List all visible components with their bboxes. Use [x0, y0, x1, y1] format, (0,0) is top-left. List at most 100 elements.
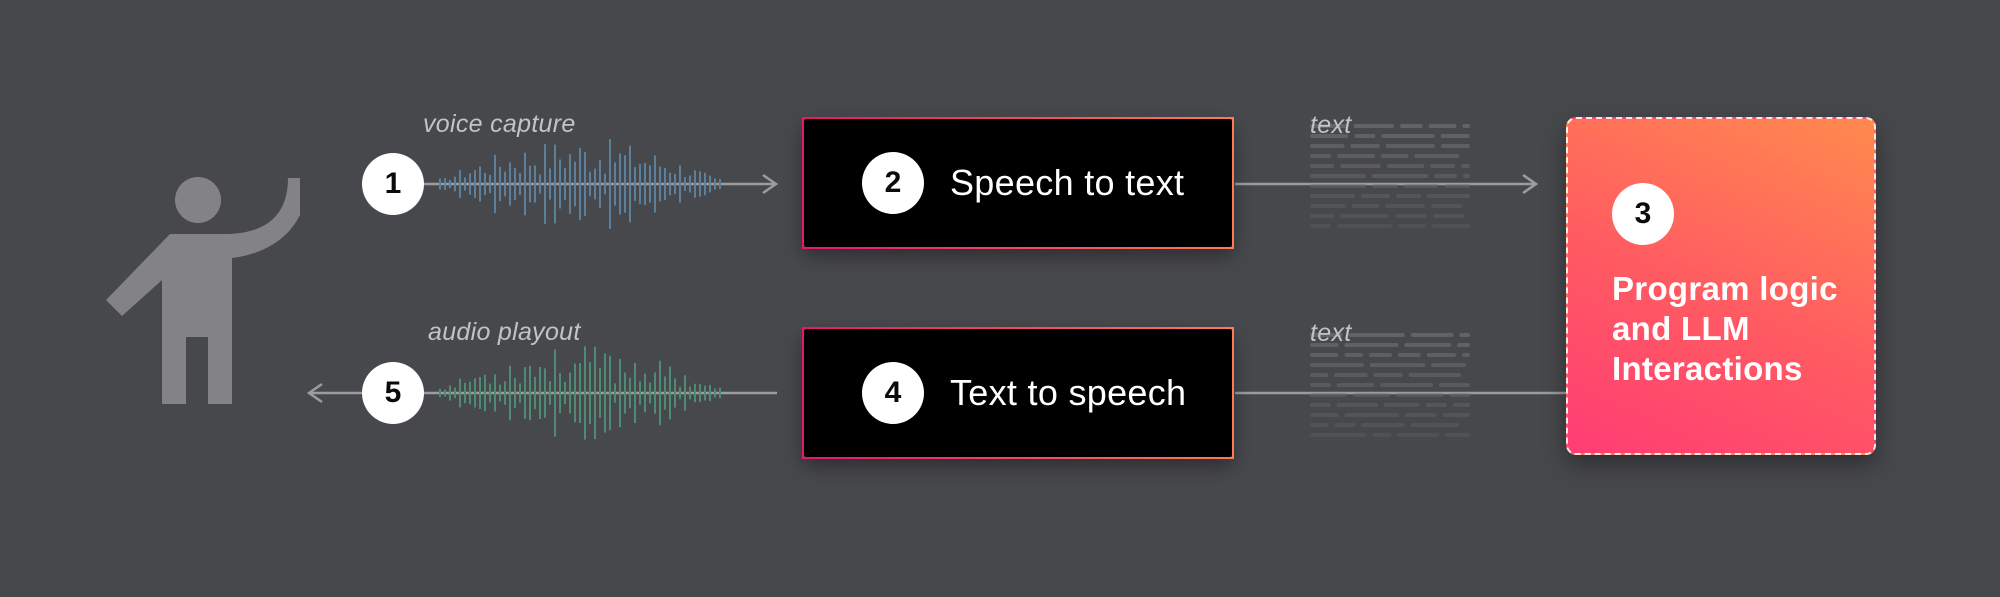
text-line-segment	[1360, 194, 1391, 198]
text-lines-icon	[1310, 333, 1470, 437]
text-lines-icon	[1310, 124, 1470, 228]
text-line-segment	[1336, 383, 1375, 387]
text-line-segment	[1459, 333, 1470, 337]
text-line-segment	[1414, 154, 1460, 158]
text-line-segment	[1404, 343, 1452, 347]
text-line-segment	[1457, 343, 1470, 347]
text-line-segment	[1310, 144, 1345, 148]
text-caption-top: text	[1310, 111, 1352, 139]
text-line-segment	[1426, 194, 1470, 198]
text-line-segment	[1337, 224, 1393, 228]
text-line-segment	[1372, 433, 1392, 437]
text-line-segment	[1452, 403, 1470, 407]
step-badge-5: 5	[362, 362, 424, 424]
text-line-segment	[1310, 164, 1335, 168]
text-line-segment	[1334, 423, 1356, 427]
text-line-segment	[1431, 204, 1463, 208]
text-line-segment	[1310, 363, 1364, 367]
text-line-segment	[1395, 393, 1444, 397]
arrow-right-icon	[762, 173, 779, 195]
text-line-segment	[1310, 343, 1339, 347]
text-line-segment	[1428, 124, 1457, 128]
text-line-segment	[1334, 373, 1368, 377]
arrow-left-icon	[306, 382, 323, 404]
text-line-segment	[1310, 184, 1367, 188]
person-waving-icon	[106, 177, 300, 404]
text-line-segment	[1380, 383, 1434, 387]
text-line-segment	[1336, 403, 1378, 407]
speech-to-text-label: Speech to text	[950, 162, 1185, 203]
text-line-segment	[1310, 413, 1339, 417]
speech-to-text-box: 2 Speech to text	[802, 117, 1234, 249]
text-line-segment	[1310, 403, 1331, 407]
text-line-segment	[1369, 353, 1392, 357]
text-line-segment	[1310, 154, 1332, 158]
text-line-segment	[1353, 124, 1395, 128]
text-caption-bottom: text	[1310, 319, 1352, 347]
text-line-segment	[1340, 214, 1390, 218]
text-line-segment	[1434, 174, 1458, 178]
text-line-segment	[1310, 393, 1348, 397]
program-logic-label: Program logic and LLM Interactions	[1612, 270, 1838, 387]
text-line-segment	[1310, 433, 1367, 437]
text-line-segment	[1354, 134, 1376, 138]
step-badge-3: 3	[1612, 183, 1674, 245]
text-line-segment	[1371, 174, 1429, 178]
text-line-segment	[1310, 383, 1331, 387]
text-line-segment	[1310, 124, 1348, 128]
text-line-segment	[1310, 423, 1329, 427]
step-badge-2: 2	[862, 152, 924, 214]
text-line-segment	[1410, 423, 1460, 427]
text-line-segment	[1441, 144, 1470, 148]
text-to-speech-label: Text to speech	[950, 372, 1187, 413]
text-line-segment	[1383, 403, 1420, 407]
text-line-segment	[1403, 184, 1439, 188]
text-line-segment	[1463, 174, 1470, 178]
text-line-segment	[1431, 224, 1470, 228]
arrow-right-icon	[1522, 173, 1539, 195]
text-line-segment	[1405, 413, 1437, 417]
text-line-segment	[1337, 154, 1376, 158]
text-line-segment	[1381, 134, 1435, 138]
text-line-segment	[1425, 403, 1447, 407]
text-line-segment	[1373, 373, 1403, 377]
text-line-segment	[1462, 124, 1470, 128]
text-line-segment	[1395, 214, 1428, 218]
playout-waveform-icon	[439, 346, 721, 440]
text-line-segment	[1310, 333, 1343, 337]
text-line-segment	[1410, 333, 1454, 337]
text-line-segment	[1310, 174, 1366, 178]
text-line-segment	[1385, 204, 1426, 208]
voice-capture-caption: voice capture	[423, 110, 576, 138]
text-line-segment	[1361, 423, 1405, 427]
text-line-segment	[1310, 204, 1346, 208]
text-line-segment	[1400, 124, 1423, 128]
text-line-segment	[1461, 164, 1470, 168]
text-line-segment	[1431, 363, 1467, 367]
text-line-segment	[1445, 433, 1470, 437]
text-line-segment	[1344, 343, 1399, 347]
text-line-segment	[1351, 204, 1380, 208]
text-line-segment	[1444, 184, 1470, 188]
text-line-segment	[1310, 134, 1349, 138]
text-line-segment	[1462, 353, 1470, 357]
text-line-segment	[1449, 393, 1470, 397]
text-line-segment	[1397, 353, 1421, 357]
text-line-segment	[1372, 184, 1398, 188]
text-line-segment	[1348, 333, 1405, 337]
text-line-segment	[1310, 224, 1332, 228]
step-badge-4: 4	[862, 362, 924, 424]
text-line-segment	[1397, 433, 1440, 437]
text-line-segment	[1310, 194, 1355, 198]
step-badge-1: 1	[362, 153, 424, 215]
text-line-segment	[1430, 164, 1456, 168]
text-line-segment	[1385, 144, 1436, 148]
text-line-segment	[1310, 353, 1339, 357]
text-line-segment	[1310, 373, 1329, 377]
text-line-segment	[1396, 194, 1421, 198]
text-line-segment	[1398, 224, 1426, 228]
text-line-segment	[1408, 373, 1461, 377]
text-line-segment	[1344, 413, 1400, 417]
text-line-segment	[1386, 164, 1425, 168]
text-line-segment	[1426, 353, 1457, 357]
